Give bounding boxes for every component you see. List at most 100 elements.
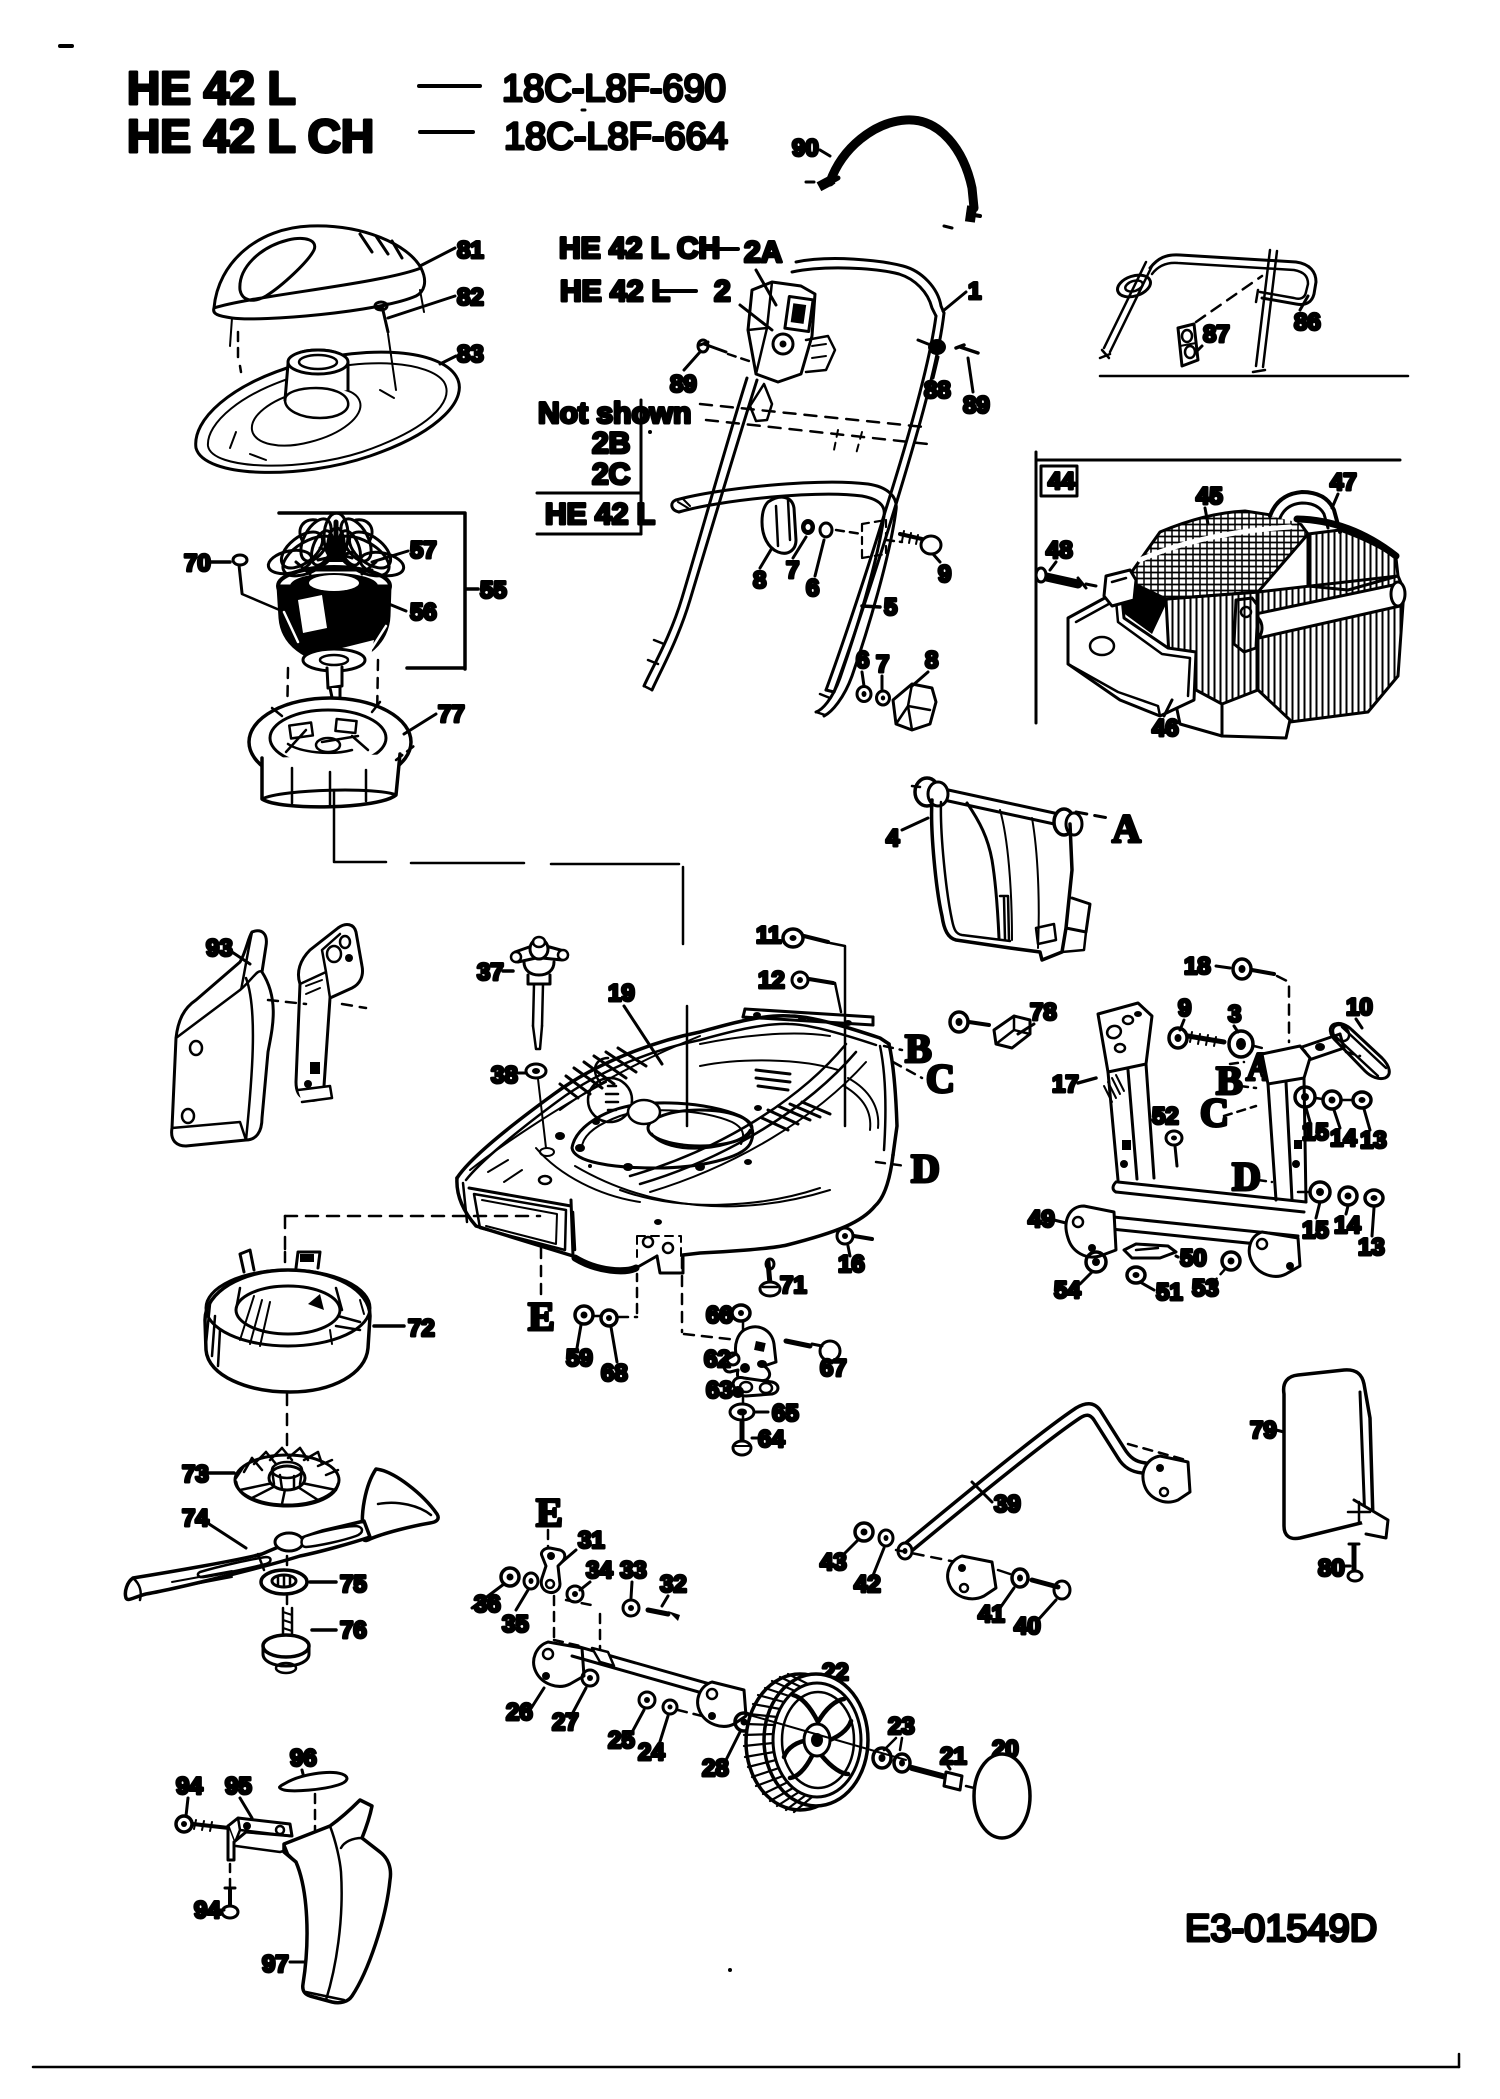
svg-text:D: D <box>1232 1154 1261 1199</box>
svg-text:9: 9 <box>1178 995 1191 1022</box>
svg-text:1: 1 <box>968 278 981 305</box>
svg-text:E: E <box>536 1490 563 1535</box>
svg-text:3: 3 <box>1228 1001 1241 1028</box>
svg-text:8: 8 <box>753 567 766 594</box>
svg-text:16: 16 <box>838 1251 865 1278</box>
svg-text:53: 53 <box>1192 1275 1219 1302</box>
svg-text:97: 97 <box>262 1951 289 1978</box>
svg-text:5: 5 <box>884 594 897 621</box>
svg-text:13: 13 <box>1360 1127 1387 1154</box>
svg-text:E: E <box>528 1294 555 1339</box>
svg-text:95: 95 <box>225 1773 252 1800</box>
svg-text:8: 8 <box>925 647 938 674</box>
svg-text:50: 50 <box>1180 1245 1207 1272</box>
svg-text:59: 59 <box>566 1345 593 1372</box>
svg-text:2A: 2A <box>744 236 782 269</box>
svg-text:27: 27 <box>552 1709 579 1736</box>
svg-text:81: 81 <box>457 237 484 264</box>
svg-text:93: 93 <box>206 935 233 962</box>
svg-text:63: 63 <box>706 1377 733 1404</box>
svg-text:6: 6 <box>856 647 869 674</box>
svg-text:HE 42 L CH: HE 42 L CH <box>127 110 374 162</box>
svg-text:96: 96 <box>290 1745 317 1772</box>
svg-text:68: 68 <box>601 1360 628 1387</box>
svg-text:HE 42 L: HE 42 L <box>545 498 655 531</box>
svg-text:64: 64 <box>758 1426 785 1453</box>
svg-text:79: 79 <box>1250 1417 1277 1444</box>
svg-text:86: 86 <box>1294 309 1321 336</box>
svg-text:56: 56 <box>410 599 437 626</box>
svg-text:47: 47 <box>1330 469 1357 496</box>
svg-text:37: 37 <box>477 959 504 986</box>
svg-text:73: 73 <box>182 1461 209 1488</box>
svg-text:18C-L8F-690: 18C-L8F-690 <box>502 68 726 110</box>
svg-text:55: 55 <box>480 577 507 604</box>
svg-text:89: 89 <box>963 392 990 419</box>
svg-text:33: 33 <box>620 1557 647 1584</box>
svg-text:46: 46 <box>1152 715 1179 742</box>
svg-text:57: 57 <box>410 537 437 564</box>
svg-text:2: 2 <box>714 275 731 308</box>
svg-text:A: A <box>1112 806 1141 851</box>
svg-text:HE 42 L: HE 42 L <box>127 62 296 114</box>
svg-text:34: 34 <box>586 1557 613 1584</box>
svg-text:48: 48 <box>1046 537 1073 564</box>
svg-text:83: 83 <box>457 341 484 368</box>
svg-text:49: 49 <box>1028 1206 1055 1233</box>
svg-text:74: 74 <box>182 1505 209 1532</box>
svg-text:4: 4 <box>886 825 900 852</box>
svg-text:76: 76 <box>340 1617 367 1644</box>
svg-text:88: 88 <box>924 377 951 404</box>
svg-text:B: B <box>1216 1058 1243 1103</box>
svg-text:28: 28 <box>702 1755 729 1782</box>
svg-text:40: 40 <box>1014 1613 1041 1640</box>
svg-text:23: 23 <box>888 1713 915 1740</box>
svg-text:45: 45 <box>1196 483 1223 510</box>
svg-text:10: 10 <box>1346 994 1373 1021</box>
svg-text:43: 43 <box>820 1549 847 1576</box>
svg-text:C: C <box>1200 1090 1229 1135</box>
svg-text:15: 15 <box>1302 1119 1329 1146</box>
svg-text:14: 14 <box>1330 1125 1357 1152</box>
svg-text:2C: 2C <box>592 458 630 491</box>
svg-text:72: 72 <box>408 1315 435 1342</box>
svg-text:HE 42 L CH: HE 42 L CH <box>559 232 720 265</box>
svg-text:54: 54 <box>1054 1277 1081 1304</box>
svg-text:52: 52 <box>1152 1103 1179 1130</box>
svg-text:B: B <box>905 1026 932 1071</box>
svg-text:65: 65 <box>772 1400 799 1427</box>
svg-text:70: 70 <box>184 550 211 577</box>
svg-text:82: 82 <box>457 284 484 311</box>
svg-text:42: 42 <box>854 1571 881 1598</box>
svg-text:Not shown: Not shown <box>538 397 691 430</box>
svg-text:18C-L8F-664: 18C-L8F-664 <box>504 116 728 158</box>
svg-text:39: 39 <box>994 1491 1021 1518</box>
svg-text:87: 87 <box>1203 321 1230 348</box>
svg-text:67: 67 <box>820 1355 847 1382</box>
svg-text:25: 25 <box>608 1727 635 1754</box>
svg-text:94: 94 <box>194 1897 221 1924</box>
svg-text:41: 41 <box>978 1601 1005 1628</box>
svg-text:78: 78 <box>1030 999 1057 1026</box>
svg-text:18: 18 <box>1184 953 1211 980</box>
svg-text:6: 6 <box>806 575 819 602</box>
svg-text:12: 12 <box>758 967 785 994</box>
svg-text:HE 42 L: HE 42 L <box>560 275 670 308</box>
svg-text:31: 31 <box>578 1527 605 1554</box>
svg-text:26: 26 <box>506 1699 533 1726</box>
svg-text:14: 14 <box>1334 1212 1361 1239</box>
svg-text:44: 44 <box>1048 468 1075 495</box>
svg-text:94: 94 <box>176 1773 203 1800</box>
svg-text:D: D <box>911 1146 940 1191</box>
svg-text:24: 24 <box>638 1739 665 1766</box>
svg-text:15: 15 <box>1302 1217 1329 1244</box>
svg-text:21: 21 <box>940 1743 967 1770</box>
svg-text:7: 7 <box>876 651 889 678</box>
svg-text:90: 90 <box>792 135 819 162</box>
svg-text:9: 9 <box>938 561 951 588</box>
svg-text:89: 89 <box>670 371 697 398</box>
svg-text:51: 51 <box>1156 1279 1183 1306</box>
svg-text:17: 17 <box>1052 1071 1079 1098</box>
svg-text:C: C <box>926 1056 955 1101</box>
svg-text:66: 66 <box>706 1302 733 1329</box>
